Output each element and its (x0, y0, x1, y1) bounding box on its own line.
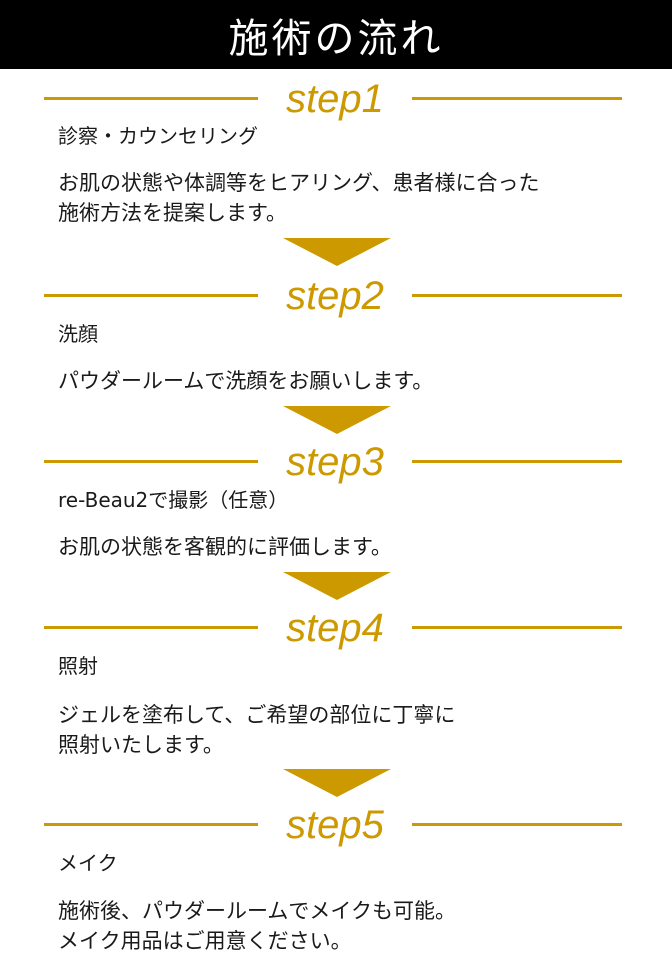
divider-right (412, 823, 622, 826)
down-arrow-icon (283, 572, 391, 600)
step-label: step3 (286, 440, 384, 484)
step-title: re-Beau2で撮影（任意） (58, 488, 289, 512)
step-title: 洗顔 (58, 322, 98, 346)
step-heading-4: step4 (0, 603, 672, 653)
description-line: ジェルを塗布して、ご希望の部位に丁寧に (58, 703, 456, 727)
divider-right (412, 97, 622, 100)
down-arrow-icon (283, 769, 391, 797)
step-heading-2: step2 (0, 271, 672, 321)
divider-right (412, 626, 622, 629)
description-line: 照射いたします。 (58, 733, 224, 757)
step-label: step1 (286, 77, 384, 121)
step-title: 照射 (58, 654, 98, 678)
step-description: お肌の状態を客観的に評価します。 (58, 532, 392, 562)
down-arrow-icon (283, 406, 391, 434)
step-label: step4 (286, 606, 384, 650)
divider-left (44, 460, 258, 463)
step-description: パウダールームで洗顔をお願いします。 (58, 366, 433, 396)
step-heading-5: step5 (0, 800, 672, 850)
step-label: step5 (286, 803, 384, 847)
divider-left (44, 97, 258, 100)
description-line: お肌の状態を客観的に評価します。 (58, 535, 392, 559)
divider-left (44, 626, 258, 629)
step-heading-1: step1 (0, 74, 672, 124)
divider-right (412, 294, 622, 297)
step-title: 診察・カウンセリング (58, 124, 258, 148)
step-description: 施術後、パウダールームでメイクも可能。 メイク用品はご用意ください。 (58, 896, 456, 956)
step-title: メイク (58, 851, 118, 875)
description-line: パウダールームで洗顔をお願いします。 (58, 369, 434, 393)
down-arrow-icon (283, 238, 391, 266)
description-line: お肌の状態や体調等をヒアリング、患者様に合った (58, 171, 540, 195)
divider-right (412, 460, 622, 463)
description-line: 施術後、パウダールームでメイクも可能。 (58, 899, 456, 923)
divider-left (44, 823, 258, 826)
step-heading-3: step3 (0, 437, 672, 487)
page-title: 施術の流れ (228, 15, 444, 62)
description-line: メイク用品はご用意ください。 (58, 929, 352, 953)
divider-left (44, 294, 258, 297)
step-description: お肌の状態や体調等をヒアリング、患者様に合った 施術方法を提案します。 (58, 168, 540, 228)
step-label: step2 (286, 274, 384, 318)
page-header: 施術の流れ (0, 0, 672, 69)
step-description: ジェルを塗布して、ご希望の部位に丁寧に 照射いたします。 (58, 700, 455, 760)
description-line: 施術方法を提案します。 (58, 201, 287, 225)
